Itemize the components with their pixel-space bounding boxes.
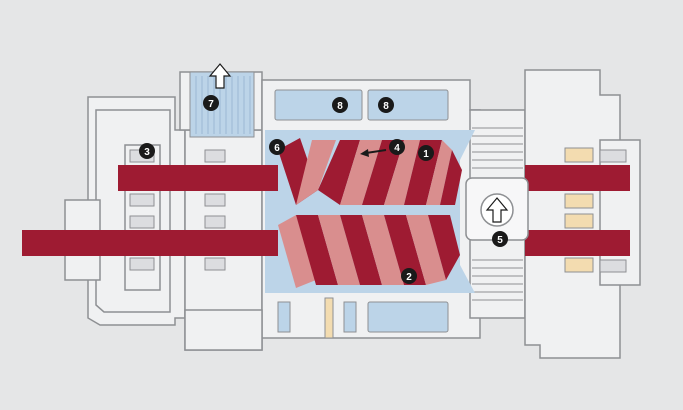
marker-8b: 8 xyxy=(378,97,394,113)
marker-7: 7 xyxy=(203,95,219,111)
marker-1-label: 1 xyxy=(423,149,429,160)
marker-2-label: 2 xyxy=(406,272,412,283)
marker-6: 6 xyxy=(269,139,285,155)
marker-1: 1 xyxy=(418,145,434,161)
lower-rotor xyxy=(278,215,460,288)
marker-5: 5 xyxy=(492,231,508,247)
bearings-right xyxy=(564,147,627,273)
discharge-arrow-icon xyxy=(208,63,232,89)
upper-rotor xyxy=(278,138,462,205)
flow-direction-arrow-icon xyxy=(360,149,387,157)
cooling-chamber-a xyxy=(274,89,363,121)
upper-shaft-right xyxy=(525,165,630,191)
marker-8a-label: 8 xyxy=(337,101,343,112)
marker-3: 3 xyxy=(139,143,155,159)
marker-2: 2 xyxy=(401,268,417,284)
marker-5-label: 5 xyxy=(497,235,503,246)
marker-8b-label: 8 xyxy=(383,101,389,112)
upper-shaft xyxy=(118,165,278,191)
marker-8a: 8 xyxy=(332,97,348,113)
lower-shaft-right xyxy=(525,230,630,256)
marker-4-label: 4 xyxy=(394,143,400,154)
cooling-chamber-bottom-a xyxy=(367,301,449,333)
cooling-fins xyxy=(472,127,523,301)
cooling-chamber-bottom-b xyxy=(277,301,291,333)
drain-pin xyxy=(324,297,334,339)
marker-7-label: 7 xyxy=(208,99,214,110)
bearings-left xyxy=(129,149,226,271)
marker-4: 4 xyxy=(389,139,405,155)
marker-3-label: 3 xyxy=(144,147,150,158)
suction-arrow-icon xyxy=(485,197,509,223)
cooling-chamber-bottom-c xyxy=(343,301,357,333)
bottom-plate xyxy=(184,309,263,351)
marker-6-label: 6 xyxy=(274,143,280,154)
lower-shaft xyxy=(22,230,278,256)
